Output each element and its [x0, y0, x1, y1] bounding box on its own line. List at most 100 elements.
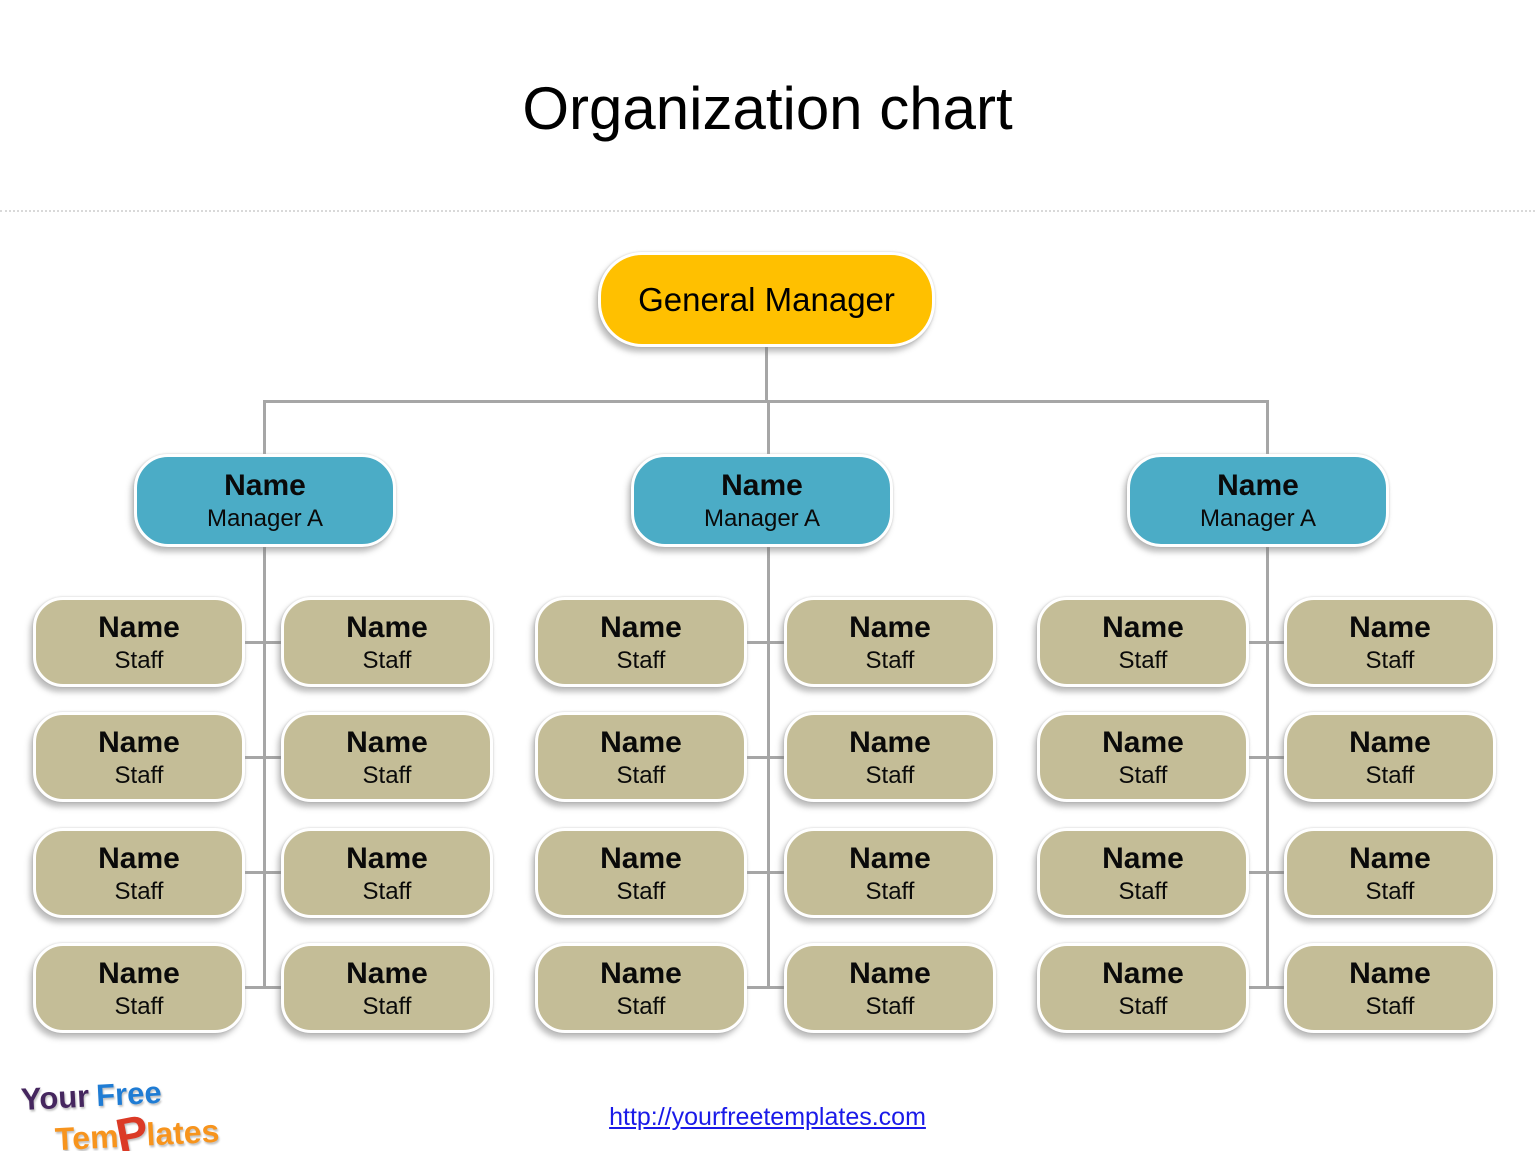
- staff-name: Name: [346, 841, 428, 875]
- connector-stub-g2-r1: [746, 641, 786, 644]
- page-title: Organization chart: [522, 75, 1013, 142]
- manager-role: Manager A: [703, 505, 821, 532]
- staff-name: Name: [1102, 725, 1184, 759]
- staff-role: Staff: [1365, 992, 1415, 1020]
- staff-name: Name: [346, 725, 428, 759]
- manager-box-2: Name Manager A: [631, 454, 893, 547]
- general-manager-label: General Manager: [638, 280, 895, 318]
- staff-box: Name Staff: [1284, 943, 1496, 1033]
- connector-stub-g3-r3: [1248, 871, 1286, 874]
- staff-box: Name Staff: [1284, 712, 1496, 802]
- staff-role: Staff: [114, 992, 164, 1020]
- yourfreetemplates-link[interactable]: http://yourfreetemplates.com: [609, 1103, 926, 1131]
- connector-stub-g1-r3: [243, 871, 283, 874]
- staff-role: Staff: [362, 992, 412, 1020]
- staff-name: Name: [98, 956, 180, 990]
- connector-stub-g1-r2: [243, 756, 283, 759]
- staff-name: Name: [849, 725, 931, 759]
- staff-box: Name Staff: [784, 828, 996, 918]
- staff-box: Name Staff: [784, 712, 996, 802]
- staff-name: Name: [346, 956, 428, 990]
- connector-stub-g2-r4: [746, 986, 786, 989]
- staff-box: Name Staff: [281, 828, 493, 918]
- staff-name: Name: [849, 610, 931, 644]
- connector-trunk-3: [1266, 547, 1269, 989]
- connector-horizontal: [263, 400, 1269, 403]
- staff-box: Name Staff: [281, 597, 493, 687]
- staff-box: Name Staff: [33, 943, 245, 1033]
- staff-role: Staff: [616, 992, 666, 1020]
- staff-name: Name: [1349, 841, 1431, 875]
- manager-role: Manager A: [1199, 505, 1317, 532]
- staff-name: Name: [1349, 725, 1431, 759]
- staff-name: Name: [346, 610, 428, 644]
- staff-box: Name Staff: [33, 597, 245, 687]
- manager-name: Name: [224, 469, 306, 502]
- connector-drop-2: [767, 400, 770, 456]
- staff-box: Name Staff: [784, 943, 996, 1033]
- manager-name: Name: [1217, 469, 1299, 502]
- staff-role: Staff: [1118, 646, 1168, 674]
- title-divider: [0, 210, 1535, 212]
- connector-stub-g2-r3: [746, 871, 786, 874]
- staff-role: Staff: [865, 646, 915, 674]
- staff-role: Staff: [1365, 646, 1415, 674]
- connector-drop-1: [263, 400, 266, 456]
- staff-box: Name Staff: [281, 712, 493, 802]
- staff-role: Staff: [865, 877, 915, 905]
- staff-name: Name: [600, 841, 682, 875]
- staff-box: Name Staff: [1037, 712, 1249, 802]
- staff-box: Name Staff: [784, 597, 996, 687]
- staff-role: Staff: [114, 761, 164, 789]
- staff-box: Name Staff: [33, 712, 245, 802]
- staff-name: Name: [600, 956, 682, 990]
- staff-role: Staff: [865, 992, 915, 1020]
- staff-name: Name: [98, 725, 180, 759]
- staff-role: Staff: [616, 877, 666, 905]
- staff-box: Name Staff: [1037, 828, 1249, 918]
- staff-name: Name: [849, 956, 931, 990]
- manager-box-3: Name Manager A: [1127, 454, 1389, 547]
- staff-role: Staff: [362, 761, 412, 789]
- connector-trunk-1: [263, 547, 266, 989]
- staff-name: Name: [849, 841, 931, 875]
- staff-name: Name: [600, 610, 682, 644]
- staff-box: Name Staff: [535, 712, 747, 802]
- staff-name: Name: [600, 725, 682, 759]
- staff-name: Name: [1102, 956, 1184, 990]
- staff-role: Staff: [1118, 877, 1168, 905]
- staff-box: Name Staff: [535, 828, 747, 918]
- staff-box: Name Staff: [535, 597, 747, 687]
- manager-name: Name: [721, 469, 803, 502]
- staff-box: Name Staff: [535, 943, 747, 1033]
- staff-box: Name Staff: [1284, 597, 1496, 687]
- staff-role: Staff: [1118, 992, 1168, 1020]
- staff-box: Name Staff: [281, 943, 493, 1033]
- connector-stub-g3-r1: [1248, 641, 1286, 644]
- staff-role: Staff: [114, 646, 164, 674]
- connector-stub-g1-r4: [243, 986, 283, 989]
- staff-role: Staff: [1365, 877, 1415, 905]
- staff-role: Staff: [1118, 761, 1168, 789]
- connector-drop-3: [1266, 400, 1269, 456]
- staff-role: Staff: [616, 646, 666, 674]
- connector-stub-g3-r2: [1248, 756, 1286, 759]
- staff-box: Name Staff: [1037, 943, 1249, 1033]
- connector-stub-g1-r1: [243, 641, 283, 644]
- staff-role: Staff: [114, 877, 164, 905]
- staff-box: Name Staff: [1037, 597, 1249, 687]
- staff-role: Staff: [1365, 761, 1415, 789]
- staff-box: Name Staff: [1284, 828, 1496, 918]
- staff-name: Name: [1349, 956, 1431, 990]
- manager-box-1: Name Manager A: [134, 454, 396, 547]
- staff-name: Name: [1102, 841, 1184, 875]
- staff-role: Staff: [362, 877, 412, 905]
- connector-stub-g2-r2: [746, 756, 786, 759]
- staff-name: Name: [98, 610, 180, 644]
- staff-box: Name Staff: [33, 828, 245, 918]
- staff-role: Staff: [865, 761, 915, 789]
- staff-name: Name: [1349, 610, 1431, 644]
- connector-gm-stem: [765, 347, 768, 402]
- staff-role: Staff: [362, 646, 412, 674]
